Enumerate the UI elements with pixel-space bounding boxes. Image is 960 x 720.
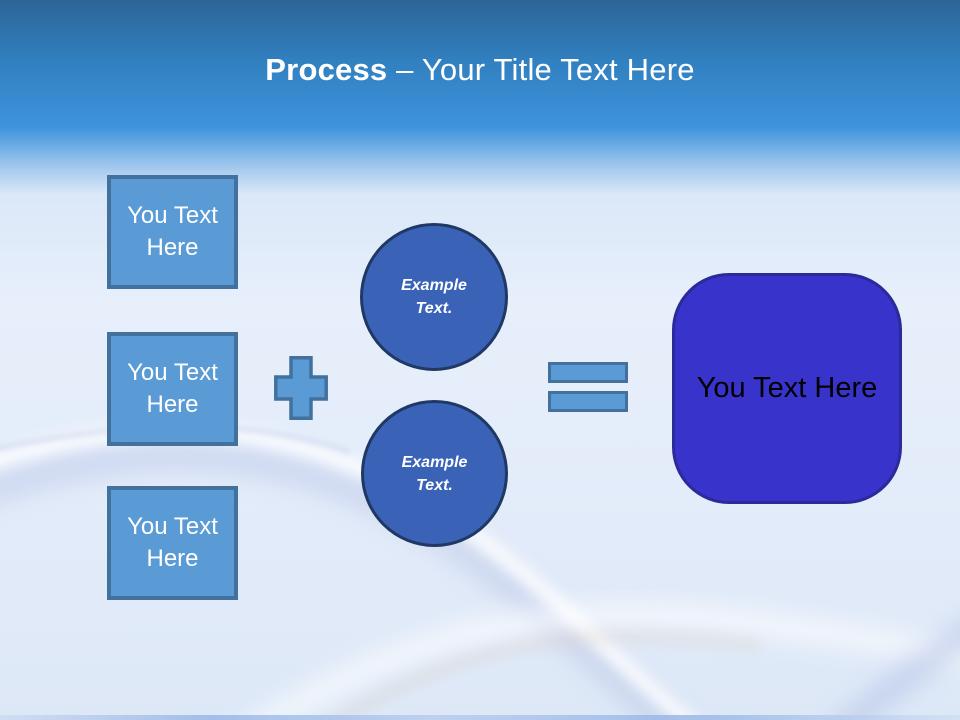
input-box-3-label: You Text Here (127, 513, 218, 572)
input-box-1-label: You Text Here (127, 202, 218, 261)
title-keyword: Process (265, 52, 388, 87)
input-box-2-label: You Text Here (127, 359, 218, 418)
wave-highlight-lower (252, 605, 960, 720)
bottom-accent-bar (0, 715, 960, 720)
title-rest: – Your Title Text Here (396, 52, 695, 87)
equals-bar-bottom (548, 391, 628, 412)
equals-bar-top (548, 362, 628, 383)
example-circle-1[interactable]: Example Text. (360, 223, 508, 371)
input-box-1[interactable]: You Text Here (107, 175, 238, 289)
result-box-label: You Text Here (696, 372, 878, 404)
result-box[interactable]: You Text Here (672, 273, 902, 504)
plus-icon[interactable] (274, 356, 328, 420)
equals-icon[interactable] (548, 362, 628, 412)
input-box-2[interactable]: You Text Here (107, 332, 238, 446)
example-circle-2-label: Example Text. (401, 453, 468, 494)
example-circle-2[interactable]: Example Text. (361, 400, 508, 547)
example-circle-1-label: Example Text. (401, 277, 467, 317)
wave-shadow-corner (833, 623, 960, 720)
slide-title[interactable]: Process – Your Title Text Here (0, 52, 960, 88)
input-box-3[interactable]: You Text Here (107, 486, 238, 600)
wave-tan-tint (329, 631, 761, 720)
